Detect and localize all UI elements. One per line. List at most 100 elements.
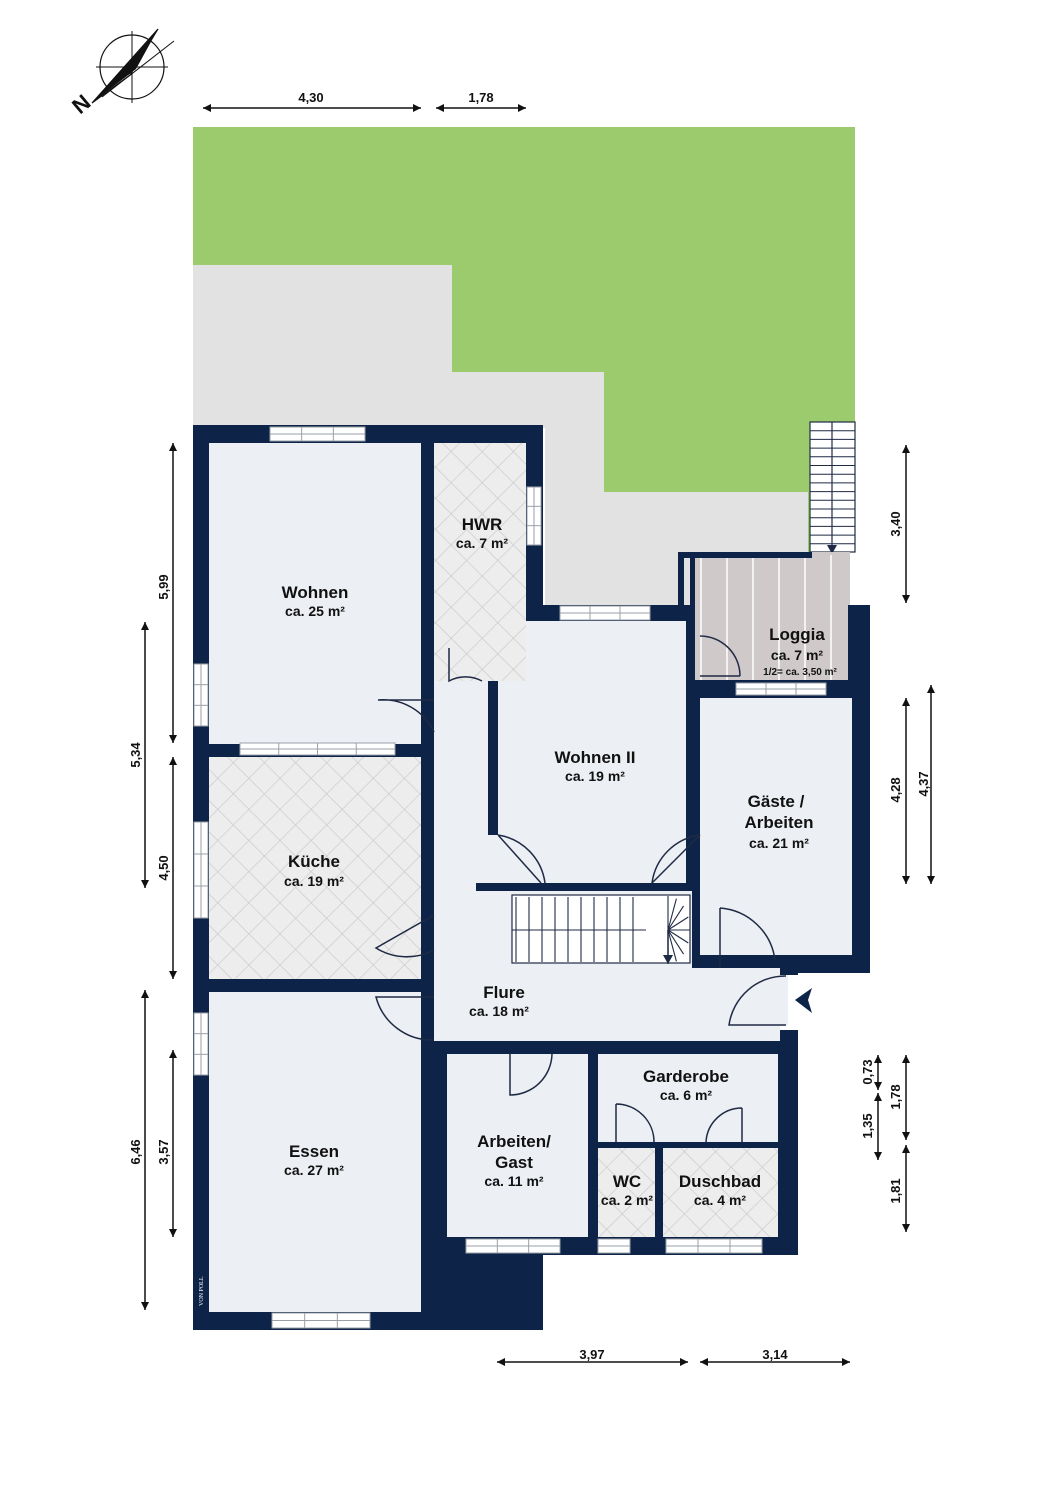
dimension-line <box>169 1050 177 1237</box>
door[interactable] <box>699 635 741 677</box>
door[interactable] <box>651 834 701 884</box>
area-wc: ca. 2 m² <box>601 1192 653 1208</box>
door[interactable] <box>728 975 787 1026</box>
door[interactable] <box>509 1053 553 1096</box>
door[interactable] <box>615 1103 655 1143</box>
stair-winder <box>667 929 685 955</box>
door[interactable] <box>705 1107 743 1143</box>
dimension-line <box>902 698 910 884</box>
stair-winder <box>667 898 677 931</box>
label-gaeste-1: Gäste / <box>748 792 805 811</box>
svg-text:VON POLL: VON POLL <box>199 1276 205 1306</box>
door[interactable] <box>374 914 435 958</box>
area-loggia: ca. 7 m² <box>771 647 823 663</box>
area-garderobe: ca. 6 m² <box>660 1087 712 1103</box>
label-wc: WC <box>613 1172 641 1191</box>
dim-left-357: 3,57 <box>156 1139 171 1164</box>
dim-right-073: 0,73 <box>860 1059 875 1084</box>
dim-top-left: 4,30 <box>298 90 323 105</box>
stair-arrow-head-icon <box>663 955 673 964</box>
label-arbeiten-gast-2: Gast <box>495 1153 533 1172</box>
door[interactable] <box>719 907 776 968</box>
dimension-line <box>141 990 149 1310</box>
dim-right-135: 1,35 <box>860 1113 875 1138</box>
area-hwr: ca. 7 m² <box>456 535 508 551</box>
area-essen: ca. 27 m² <box>284 1162 344 1178</box>
tile-hwr <box>434 443 526 681</box>
dim-bottom-left: 3,97 <box>579 1347 604 1362</box>
door[interactable] <box>448 648 483 683</box>
dimension-line <box>874 1055 882 1090</box>
dimension-line <box>203 104 421 112</box>
dimension-labels: 4,30 1,78 3,97 3,14 5,99 5,34 4,50 6,46 … <box>128 90 931 1362</box>
stair-winder <box>667 916 689 931</box>
window <box>465 1238 561 1254</box>
label-hwr: HWR <box>462 515 503 534</box>
exterior-staircase <box>809 421 856 554</box>
window <box>559 605 651 621</box>
dim-right-181: 1,81 <box>888 1178 903 1203</box>
dimension-line <box>169 443 177 743</box>
area-duschbad: ca. 4 m² <box>694 1192 746 1208</box>
area-kueche: ca. 19 m² <box>284 873 344 889</box>
wall-notch <box>434 1054 447 1154</box>
dim-right-428: 4,28 <box>888 777 903 802</box>
stair-winder <box>667 905 685 931</box>
dim-left-450: 4,50 <box>156 855 171 880</box>
area-flure: ca. 18 m² <box>469 1003 529 1019</box>
label-wohnen2: Wohnen II <box>555 748 636 767</box>
dim-right-437: 4,37 <box>916 771 931 796</box>
terrace-area <box>193 265 808 608</box>
area-wohnen: ca. 25 m² <box>285 603 345 619</box>
window <box>597 1238 631 1254</box>
lawn-area <box>193 127 855 552</box>
window <box>665 1238 763 1254</box>
label-garderobe: Garderobe <box>643 1067 729 1086</box>
compass-icon: N <box>67 28 175 119</box>
floor-essen <box>209 992 421 1312</box>
windows <box>193 426 827 1329</box>
stair-winder <box>667 929 677 962</box>
door[interactable] <box>497 834 546 884</box>
door[interactable] <box>377 699 435 733</box>
dimension-line <box>141 622 149 888</box>
dimension-line <box>902 1055 910 1140</box>
label-wohnen: Wohnen <box>282 583 349 602</box>
window <box>271 1312 371 1329</box>
dim-right-340: 3,40 <box>888 511 903 536</box>
floor-garderobe <box>598 1054 778 1142</box>
area-gaeste: ca. 21 m² <box>749 835 809 851</box>
label-loggia: Loggia <box>769 625 825 644</box>
label-essen: Essen <box>289 1142 339 1161</box>
label-gaeste-2: Arbeiten <box>745 813 814 832</box>
label-flure: Flure <box>483 983 525 1002</box>
stair-winder <box>667 929 689 944</box>
floor-wohnen <box>209 443 421 744</box>
interior-staircase <box>476 883 700 968</box>
room-labels: Wohnen ca. 25 m² HWR ca. 7 m² Küche ca. … <box>282 515 838 1208</box>
window <box>193 1012 209 1076</box>
vonpoll-logo: VON POLL <box>194 1258 208 1310</box>
compass-letter: N <box>67 89 95 118</box>
dim-bottom-right: 3,14 <box>762 1347 788 1362</box>
dimension-line <box>927 685 935 884</box>
door[interactable] <box>375 996 435 1041</box>
area-wohnen2: ca. 19 m² <box>565 768 625 784</box>
doors[interactable] <box>374 635 787 1143</box>
tile-wc <box>598 1148 655 1237</box>
window <box>193 821 209 919</box>
ext-stair-arrow-head-icon <box>827 545 837 554</box>
window <box>193 663 209 727</box>
dim-left-534: 5,34 <box>128 742 143 768</box>
outdoor-areas <box>193 127 855 608</box>
window <box>239 742 396 756</box>
floor-arbeiten-gast <box>447 1054 588 1237</box>
dim-left-646: 6,46 <box>128 1139 143 1164</box>
window <box>735 682 827 696</box>
area-arbeiten-gast: ca. 11 m² <box>484 1173 543 1189</box>
label-arbeiten-gast-1: Arbeiten/ <box>477 1132 551 1151</box>
floor-gaeste <box>700 698 852 955</box>
dimension-line <box>700 1358 850 1366</box>
label-duschbad: Duschbad <box>679 1172 761 1191</box>
